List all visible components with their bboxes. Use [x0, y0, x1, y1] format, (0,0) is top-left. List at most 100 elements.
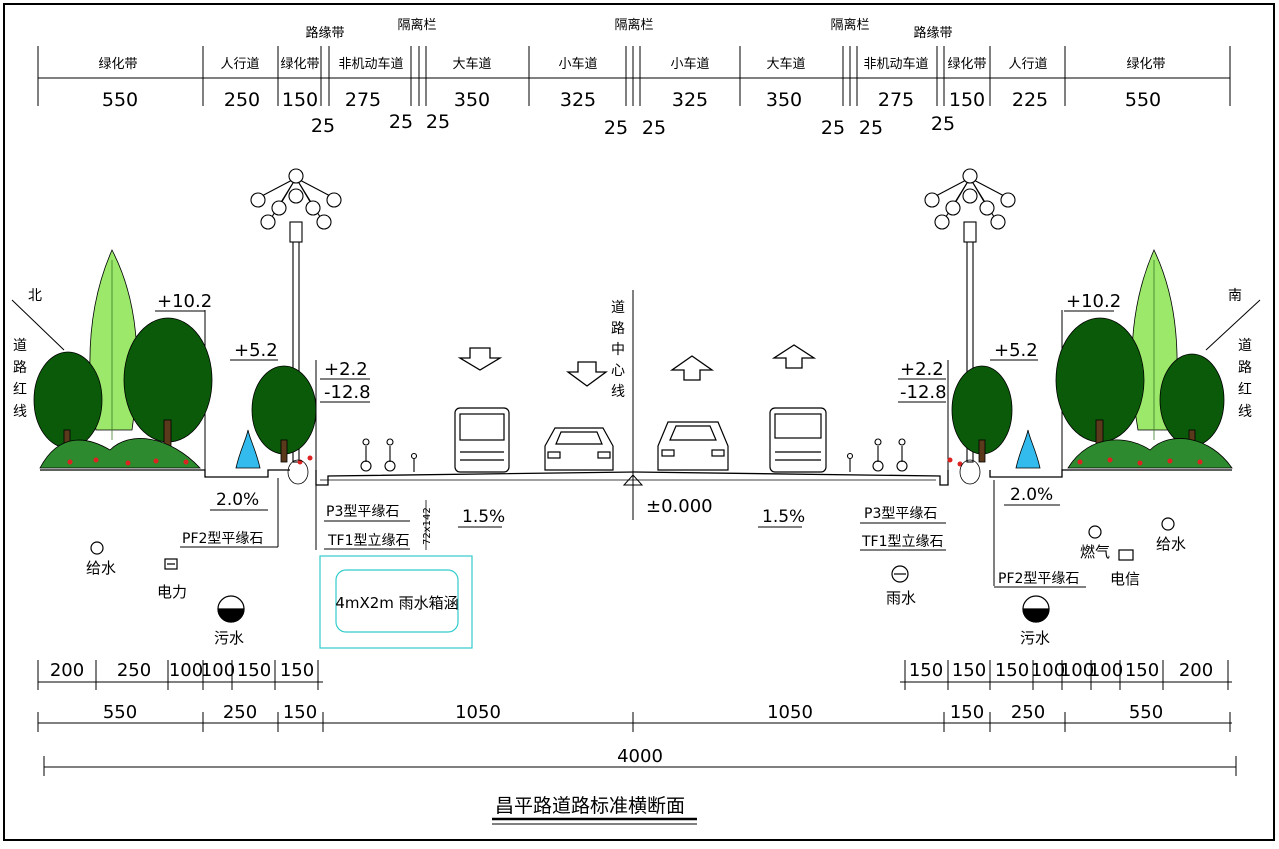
cyclists — [360, 438, 908, 472]
total-width: 4000 — [617, 746, 663, 767]
dim-label: 150 — [950, 702, 984, 723]
header-label: 非机动车道 — [863, 56, 928, 72]
dim-label: 100 — [169, 660, 203, 681]
centerline-char: 中 — [611, 342, 625, 358]
elevation-label: +2.2 — [900, 359, 944, 380]
slope-label: 2.0% — [216, 490, 259, 510]
bollard-icon — [846, 452, 854, 472]
cyclist-icon — [360, 438, 372, 472]
shrub-icon — [39, 438, 201, 469]
dimension-row-1 — [37, 660, 1232, 690]
utility-label: 污水 — [1020, 629, 1050, 647]
header-width: 150 — [949, 89, 985, 111]
top-note: 隔离栏 — [397, 17, 436, 33]
top-note: 路缘带 — [305, 25, 344, 41]
dimension-row-1-labels: 200 250 100 100 150 150 150 150 150 100 … — [50, 660, 1213, 681]
header-label: 小车道 — [558, 56, 597, 72]
header-labels: 绿化带 人行道 绿化带 非机动车道 大车道 小车道 小车道 大车道 非机动车道 … — [98, 56, 1165, 72]
red-line-char: 红 — [13, 382, 27, 398]
red-line-char: 道 — [1238, 338, 1252, 354]
dim-label: 150 — [952, 660, 986, 681]
utility-label: 雨水 — [886, 589, 916, 607]
dim-label: 150 — [995, 660, 1029, 681]
dim-label: 200 — [1179, 660, 1213, 681]
header-width: 350 — [454, 89, 490, 111]
top-note: 隔离栏 — [614, 17, 653, 33]
utility-label: 电力 — [157, 583, 187, 601]
small-width: 25 — [821, 117, 845, 139]
header-width: 350 — [766, 89, 802, 111]
elevation-label: +2.2 — [324, 359, 368, 380]
dim-label: 150 — [237, 660, 271, 681]
utility-label: 给水 — [86, 559, 116, 577]
centerline: 道 路 中 心 线 ±0.000 — [611, 290, 713, 520]
dim-label: 550 — [103, 702, 137, 723]
curb-label: TF1型立缘石 — [861, 534, 944, 550]
elevation-label: +5.2 — [994, 340, 1038, 361]
header-label: 大车道 — [766, 56, 805, 72]
cyclist-icon — [384, 438, 396, 472]
fountain-icon — [235, 429, 261, 469]
red-line-char: 路 — [13, 360, 27, 376]
traffic-arrows — [457, 344, 817, 387]
water-pipe-icon — [90, 541, 104, 555]
header-label: 小车道 — [670, 56, 709, 72]
red-line-char: 路 — [1238, 360, 1252, 376]
dimension-row-2 — [37, 712, 1232, 732]
fountain-icon — [1015, 429, 1041, 469]
small-width: 25 — [311, 115, 335, 137]
utility-label: 电信 — [1110, 570, 1140, 588]
elevation-label: +10.2 — [157, 291, 212, 312]
dim-label: 150 — [909, 660, 943, 681]
vehicles — [454, 407, 827, 473]
utility-label: 给水 — [1156, 535, 1186, 553]
red-line-char: 道 — [13, 338, 27, 354]
south-label: 南 — [1228, 288, 1242, 304]
red-line-right: 南 道 路 红 线 — [1205, 288, 1261, 420]
page-title: 昌平路道路标准横断面 — [495, 795, 685, 817]
arrow-down-icon — [457, 347, 503, 371]
slopes: 2.0% 1.5% 1.5% 2.0% — [210, 485, 1060, 528]
header-label: 大车道 — [452, 56, 491, 72]
dim-label: 550 — [1129, 702, 1163, 723]
header-width: 325 — [672, 89, 708, 111]
header-width: 275 — [345, 89, 381, 111]
elevations-right: +2.2 -12.8 +5.2 +10.2 — [898, 291, 1121, 403]
dim-label: 200 — [50, 660, 84, 681]
slope-label: 2.0% — [1010, 485, 1053, 505]
rain-culvert: 4mX2m 雨水箱涵 — [319, 555, 473, 649]
small-width: 25 — [389, 111, 413, 133]
red-line-left: 北 道 路 红 线 — [11, 288, 65, 420]
car-icon — [544, 427, 614, 471]
cyclist-icon — [872, 438, 884, 472]
slope-label: 1.5% — [762, 507, 805, 527]
utility-label: 污水 — [214, 629, 244, 647]
header-label: 人行道 — [220, 57, 259, 72]
curb-labels: PF2型平缘石 P3型平缘石 TF1型立缘石 72x142 P3型平缘石 TF1… — [180, 478, 1086, 588]
north-label: 北 — [28, 288, 42, 304]
small-width: 25 — [642, 117, 666, 139]
telecom-cable-icon — [1118, 549, 1134, 561]
dimension-total — [43, 756, 1237, 776]
zero-marker-icon — [622, 474, 644, 486]
header-width: 150 — [282, 89, 318, 111]
centerline-char: 线 — [611, 384, 625, 400]
dim-label: 250 — [1011, 702, 1045, 723]
header-label: 绿化带 — [98, 57, 137, 72]
utilities: 给水 电力 污水 雨水 污水 燃气 电信 给水 — [86, 517, 1186, 647]
flowers-icon — [947, 457, 1203, 467]
dimension-row-2-labels: 550 250 150 1050 1050 150 250 550 — [103, 702, 1163, 723]
arrow-up-icon — [771, 344, 817, 369]
slope-label: 1.5% — [462, 507, 505, 527]
arrow-up-icon — [669, 355, 715, 381]
cyclist-icon — [896, 438, 908, 472]
dim-ticks — [37, 660, 1229, 690]
header-width: 550 — [1125, 89, 1161, 111]
centerline-char: 道 — [611, 300, 625, 316]
red-line-char: 线 — [1238, 404, 1252, 420]
curb-label: PF2型平缘石 — [998, 571, 1079, 587]
header-label: 绿化带 — [1126, 57, 1165, 72]
curb-label: TF1型立缘石 — [327, 533, 410, 549]
header-dividers — [37, 46, 1231, 106]
